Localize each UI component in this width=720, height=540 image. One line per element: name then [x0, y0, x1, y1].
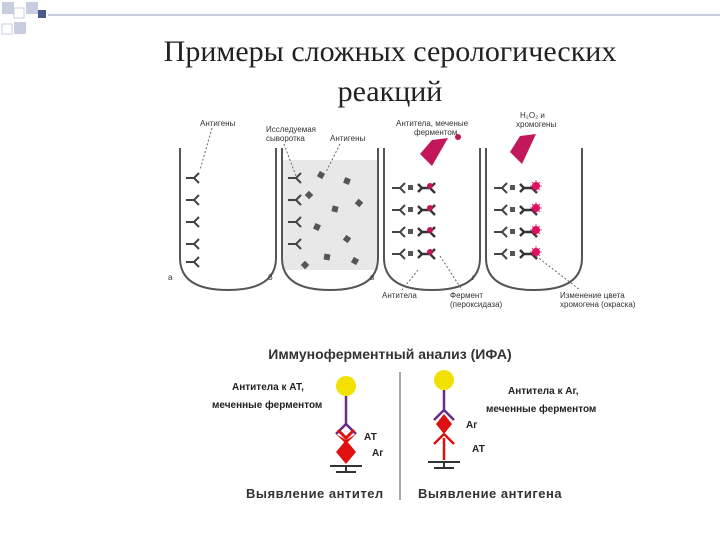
tube-label-antigens-top: Антигены: [200, 119, 235, 128]
tube-label-serum-2: сыворотка: [266, 134, 305, 143]
arrow-icon: [420, 138, 448, 166]
labeled-antibody-icon: [493, 224, 542, 239]
labeled-antibody-icon: [493, 246, 542, 261]
tube-label-ab-marked-1: Антитела, меченые: [396, 119, 469, 128]
tube-label-color-1: Изменение цвета: [560, 291, 625, 300]
slide-title: Примеры сложных серологических реакций: [110, 32, 670, 112]
tube-label-antibodies: Антитела: [382, 291, 417, 300]
elisa-title: Иммуноферментный анализ (ИФА): [268, 346, 512, 362]
tube-label-serum-1: Исследуемая: [266, 125, 316, 134]
tube-label-enzyme-2: (пероксидаза): [450, 300, 503, 309]
tube-b: Исследуемая сыворотка Антигены б: [266, 125, 379, 292]
title-line-1: Примеры сложных серологических: [163, 35, 617, 68]
elisa-right-at: АТ: [472, 444, 485, 455]
tube-letter-b: б: [268, 273, 273, 282]
elisa-left-label-1: Антитела к АТ,: [232, 382, 304, 393]
tube-label-antigens-2: Антигены: [330, 134, 365, 143]
tube-letter-a: а: [168, 273, 173, 282]
elisa-left-label-2: меченные ферментом: [212, 400, 323, 411]
decorative-squares: [1, 2, 720, 35]
tube-label-color-2: хромогена (окраска): [560, 300, 636, 309]
tube-c: Антитела, меченые ферментом в: [370, 119, 481, 292]
labeled-antibody-icon: [391, 247, 437, 261]
test-tubes-figure: Антигены а Исследуемая сыворотка Антиген…: [168, 111, 636, 309]
tube-label-h2o2-1: H₂O₂ и: [520, 111, 545, 120]
tube-label-enzyme-1: Фермент: [450, 291, 483, 300]
elisa-right-construct: [428, 370, 460, 469]
labeled-antibody-icon: [493, 180, 542, 195]
tube-label-ab-marked-2: ферментом: [414, 128, 457, 137]
labeled-antibody-icon: [493, 202, 542, 217]
labeled-antibody-icon: [391, 181, 437, 195]
elisa-left-ag: Аг: [372, 448, 384, 459]
tube-d: H₂O₂ и хромогены г: [472, 111, 583, 292]
caption-antigen-detection: Выявление антигена: [418, 486, 563, 501]
title-line-2: реакций: [337, 75, 443, 108]
caption-antibody-detection: Выявление антител: [246, 486, 384, 501]
elisa-right-label-1: Антитела к Аг,: [508, 386, 579, 397]
antigen-particles: [300, 170, 364, 270]
elisa-right-ag: Аг: [466, 420, 478, 431]
tube-label-h2o2-2: хромогены: [516, 120, 556, 129]
labeled-antibody-icon: [391, 203, 437, 217]
elisa-right-label-2: меченные ферментом: [486, 404, 597, 415]
tube-letter-c: в: [370, 273, 374, 282]
enzyme-label-icon: [336, 376, 356, 396]
tube-a: Антигены а: [168, 119, 277, 292]
elisa-left-construct: [330, 376, 362, 473]
elisa-left-at: АТ: [364, 432, 377, 443]
tube-letter-d: г: [472, 273, 475, 282]
labeled-antibody-icon: [391, 225, 437, 239]
enzyme-dot: [455, 134, 461, 140]
enzyme-label-icon: [434, 370, 454, 390]
arrow-icon: [510, 134, 536, 164]
